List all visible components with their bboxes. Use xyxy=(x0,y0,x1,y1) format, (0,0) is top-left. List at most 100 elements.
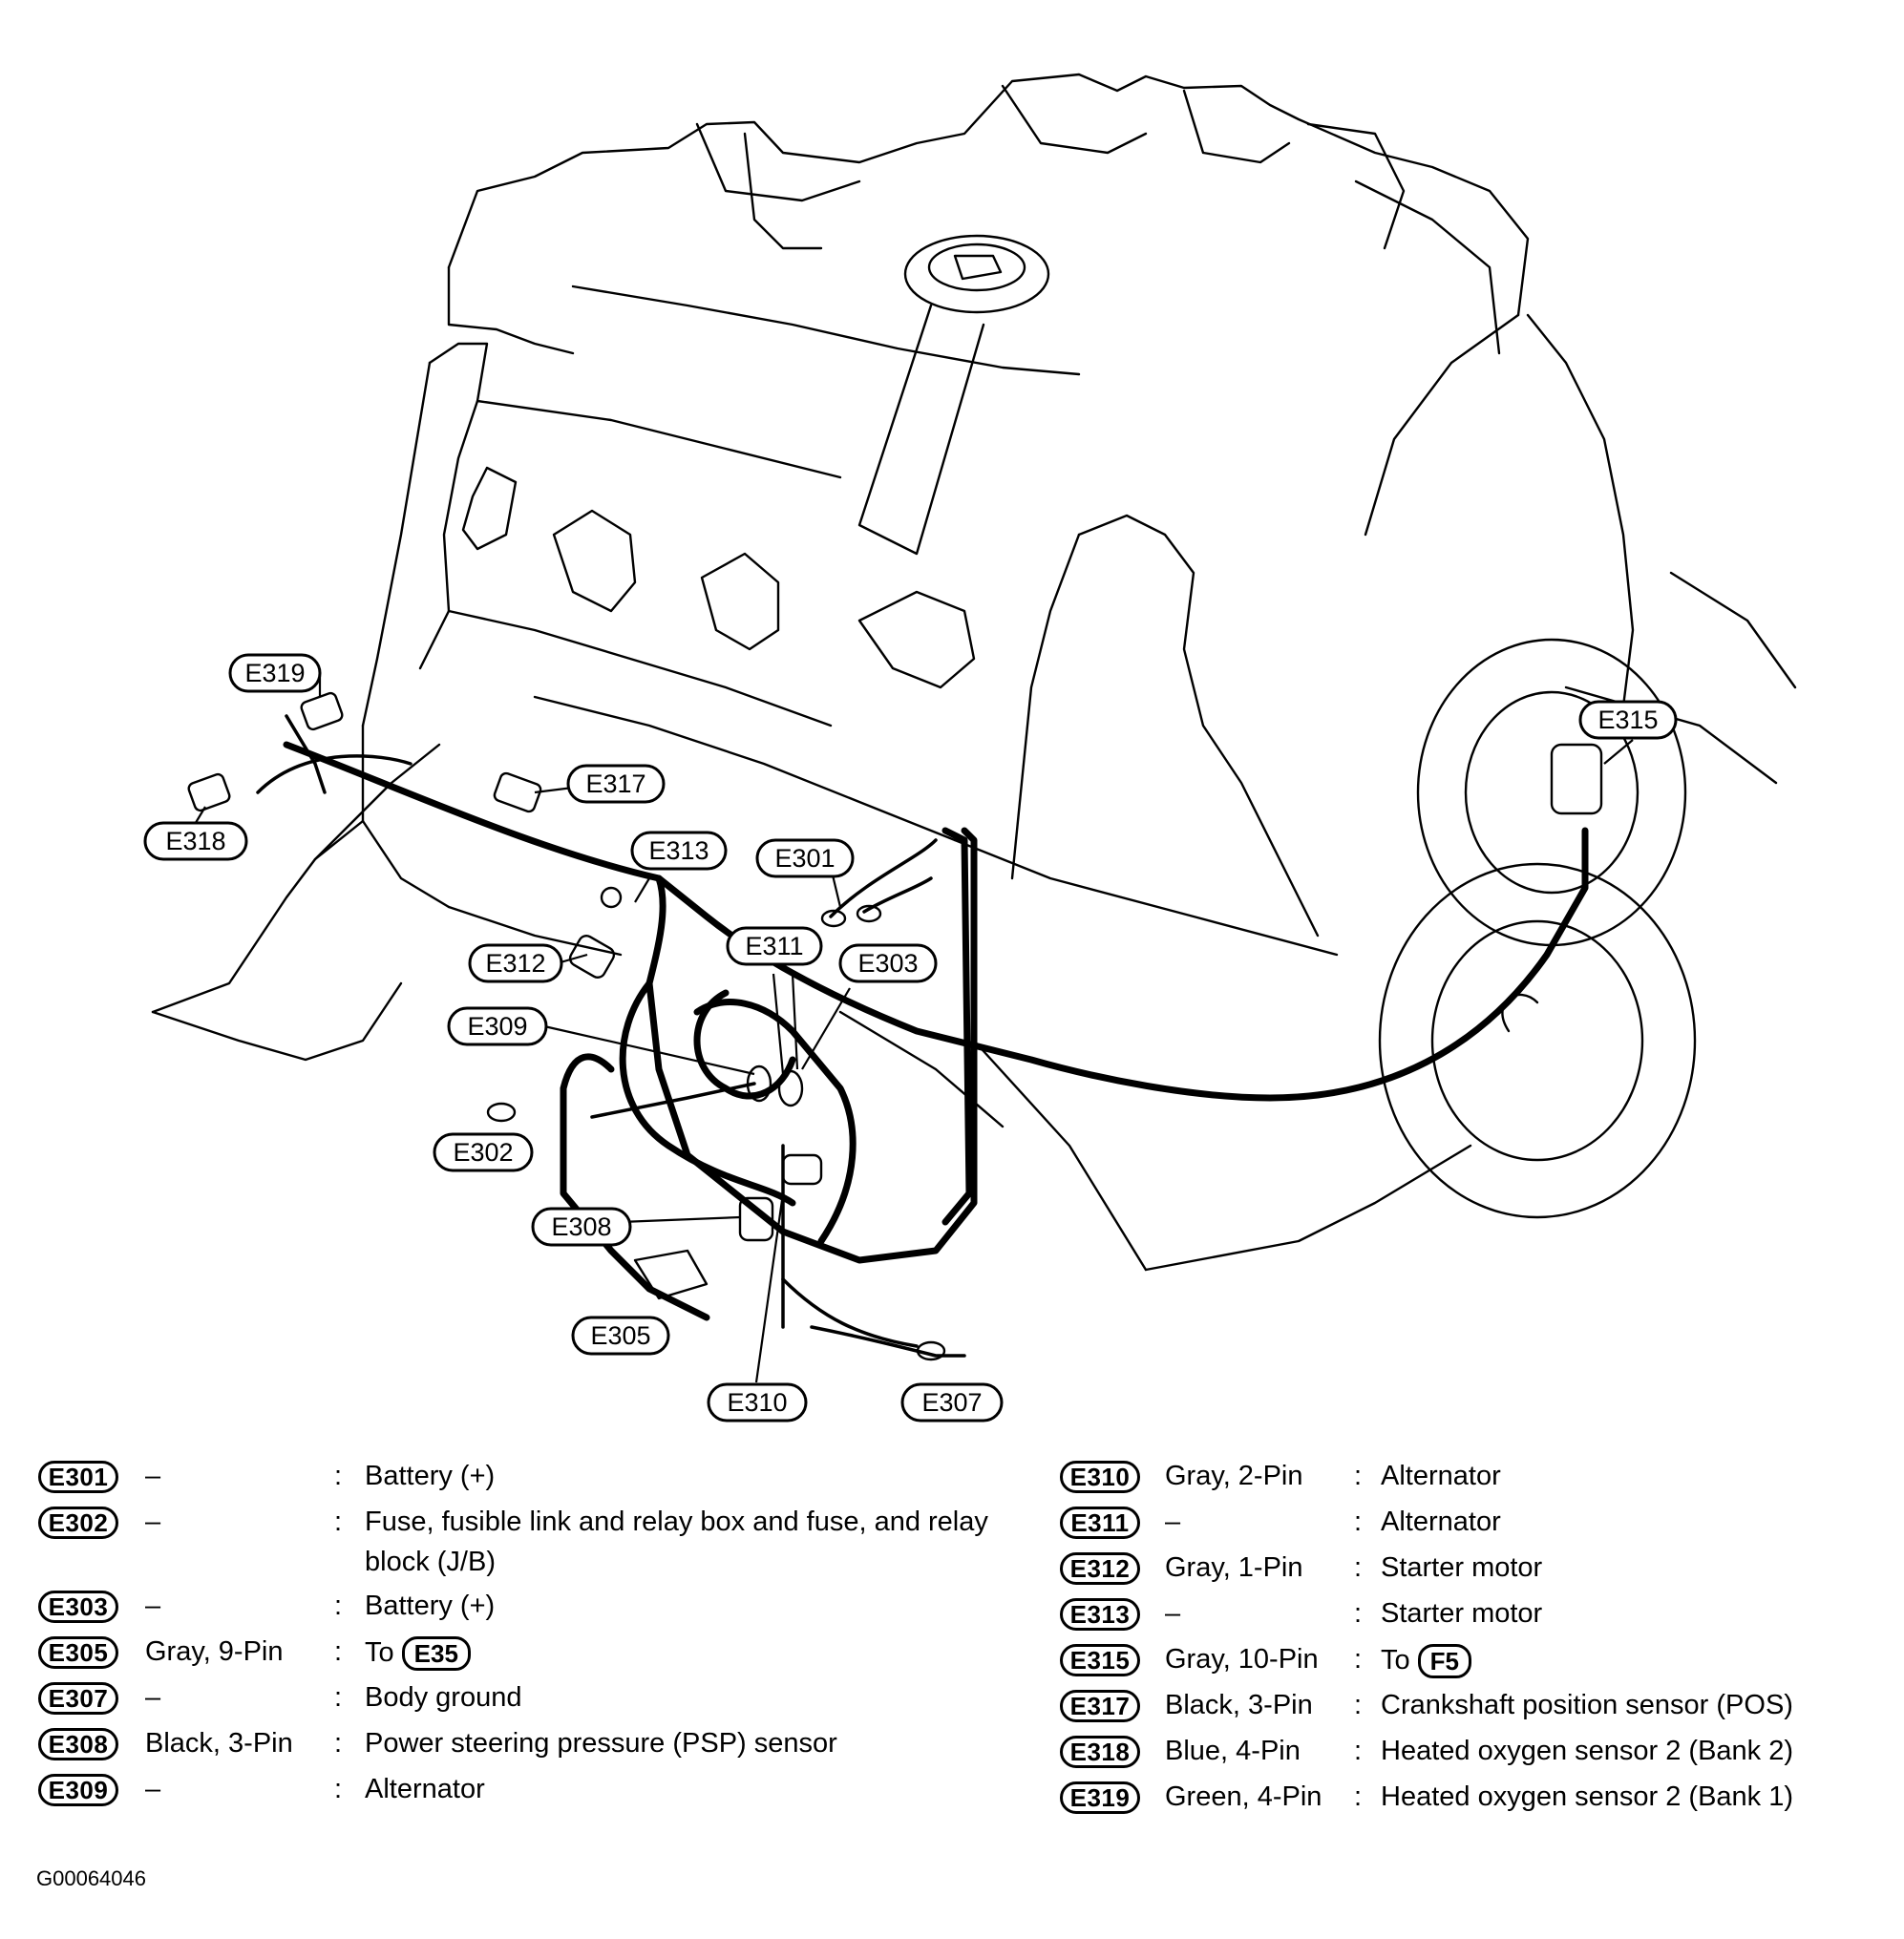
svg-text:E308: E308 xyxy=(551,1212,611,1241)
connector-spec: – xyxy=(1165,1507,1181,1537)
connector-description: Crankshaft position sensor (POS) xyxy=(1381,1690,1793,1720)
connector-description: Battery (+) xyxy=(365,1461,496,1491)
svg-text:E318: E318 xyxy=(165,827,225,855)
callout-E302: E302 xyxy=(433,1132,534,1172)
separator: : xyxy=(1354,1644,1363,1675)
separator: : xyxy=(334,1461,343,1491)
connector-spec: – xyxy=(1165,1598,1181,1629)
connector-code: E305 xyxy=(38,1636,118,1669)
separator: : xyxy=(1354,1461,1363,1491)
connector-description: Power steering pressure (PSP) sensor xyxy=(365,1728,837,1759)
wiring-harness xyxy=(256,714,1589,1358)
connector-code: E302 xyxy=(38,1507,118,1539)
callout-E311: E311 xyxy=(726,926,823,966)
legend-row-E311: E311 – : Alternator xyxy=(1060,1507,1900,1552)
callout-E303: E303 xyxy=(838,943,938,983)
separator: : xyxy=(1354,1552,1363,1583)
connector-code: E303 xyxy=(38,1591,118,1623)
callout-E315: E315 xyxy=(1578,700,1678,740)
connector-code: E307 xyxy=(38,1682,118,1715)
connector-spec: Blue, 4-Pin xyxy=(1165,1736,1301,1766)
connector-spec: Black, 3-Pin xyxy=(145,1728,293,1759)
reference-connector-code: F5 xyxy=(1417,1644,1471,1679)
legend-row-E318: E318 Blue, 4-Pin : Heated oxygen sensor … xyxy=(1060,1736,1900,1781)
connector-description: Heated oxygen sensor 2 (Bank 2) xyxy=(1381,1736,1794,1766)
legend-row-E308: E308 Black, 3-Pin : Power steering press… xyxy=(38,1728,1050,1774)
connector-code: E301 xyxy=(38,1461,118,1493)
connector-code: E318 xyxy=(1060,1736,1140,1768)
connector-code: E310 xyxy=(1060,1461,1140,1493)
svg-text:E309: E309 xyxy=(467,1012,527,1041)
legend-row-E309: E309 – : Alternator xyxy=(38,1774,1050,1820)
callout-E308: E308 xyxy=(531,1207,632,1247)
legend-row-E302: E302 – : Fuse, fusible link and relay bo… xyxy=(38,1507,1050,1591)
connector-spec: Gray, 10-Pin xyxy=(1165,1644,1319,1675)
legend-row-E319: E319 Green, 4-Pin : Heated oxygen sensor… xyxy=(1060,1781,1900,1827)
legend-row-E313: E313 – : Starter motor xyxy=(1060,1598,1900,1644)
separator: : xyxy=(1354,1598,1363,1629)
svg-text:E307: E307 xyxy=(921,1388,982,1417)
legend-row-E310: E310 Gray, 2-Pin : Alternator xyxy=(1060,1461,1900,1507)
svg-text:E313: E313 xyxy=(648,836,709,865)
connector-code: E319 xyxy=(1060,1781,1140,1814)
separator: : xyxy=(334,1507,343,1537)
svg-text:E305: E305 xyxy=(590,1321,650,1350)
connector-spec: Black, 3-Pin xyxy=(1165,1690,1313,1720)
separator: : xyxy=(1354,1781,1363,1812)
callout-E301: E301 xyxy=(755,838,855,878)
connector-description: Battery (+) xyxy=(365,1591,496,1621)
connector-code: E312 xyxy=(1060,1552,1140,1585)
svg-text:E317: E317 xyxy=(585,769,645,798)
engine-outline xyxy=(151,73,1797,1272)
connector-spec: – xyxy=(145,1682,161,1713)
connector-spec: – xyxy=(145,1461,161,1491)
svg-text:E315: E315 xyxy=(1597,706,1658,734)
connector-code: E317 xyxy=(1060,1690,1140,1722)
svg-text:E312: E312 xyxy=(485,949,545,978)
callout-E313: E313 xyxy=(630,831,728,871)
connector-description: Body ground xyxy=(365,1682,522,1713)
callout-E305: E305 xyxy=(571,1316,670,1356)
connector-spec: – xyxy=(145,1591,161,1621)
connector-code: E311 xyxy=(1060,1507,1140,1539)
connector-description: Alternator xyxy=(365,1774,485,1804)
legend-right: E310 Gray, 2-Pin : Alternator E311 – : A… xyxy=(1060,1461,1900,1827)
callout-E312: E312 xyxy=(468,943,563,983)
connector-description: Heated oxygen sensor 2 (Bank 1) xyxy=(1381,1781,1794,1812)
connector-spec: Gray, 9-Pin xyxy=(145,1636,284,1667)
connector-description: Starter motor xyxy=(1381,1552,1543,1583)
svg-text:E302: E302 xyxy=(453,1138,513,1167)
reference-connector-code: E35 xyxy=(401,1636,471,1672)
engine-harness-diagram: E319 E318 E317 E313 E301 E312 E311 E303 … xyxy=(143,73,1797,1423)
svg-text:E301: E301 xyxy=(774,844,835,873)
callout-E309: E309 xyxy=(447,1006,548,1046)
connector-code: E309 xyxy=(38,1774,118,1806)
legend-row-E307: E307 – : Body ground xyxy=(38,1682,1050,1728)
connector-description: Starter motor xyxy=(1381,1598,1543,1629)
connectors xyxy=(187,691,1603,1361)
connector-description: Fuse, fusible link and relay box and fus… xyxy=(365,1507,988,1577)
svg-text:E311: E311 xyxy=(745,932,803,960)
figure-id: G00064046 xyxy=(36,1866,146,1890)
legend-row-E312: E312 Gray, 1-Pin : Starter motor xyxy=(1060,1552,1900,1598)
separator: : xyxy=(334,1636,343,1667)
legend-row-E301: E301 – : Battery (+) xyxy=(38,1461,1050,1507)
connector-code: E315 xyxy=(1060,1644,1140,1676)
legend-left: E301 – : Battery (+) E302 – : Fuse, fusi… xyxy=(38,1461,1050,1820)
connector-spec: Gray, 2-Pin xyxy=(1165,1461,1303,1491)
connector-spec: Gray, 1-Pin xyxy=(1165,1552,1303,1583)
legend-row-E303: E303 – : Battery (+) xyxy=(38,1591,1050,1636)
connector-description: Alternator xyxy=(1381,1461,1501,1491)
callout-E319: E319 xyxy=(228,653,322,693)
svg-text:E303: E303 xyxy=(857,949,918,978)
callout-E318: E318 xyxy=(143,821,248,861)
svg-text:E310: E310 xyxy=(727,1388,787,1417)
connector-description: Alternator xyxy=(1381,1507,1501,1537)
connector-spec: – xyxy=(145,1507,161,1537)
callout-E310: E310 xyxy=(707,1382,808,1423)
connector-code: E313 xyxy=(1060,1598,1140,1631)
separator: : xyxy=(334,1682,343,1713)
leader-lines xyxy=(190,673,1634,1383)
